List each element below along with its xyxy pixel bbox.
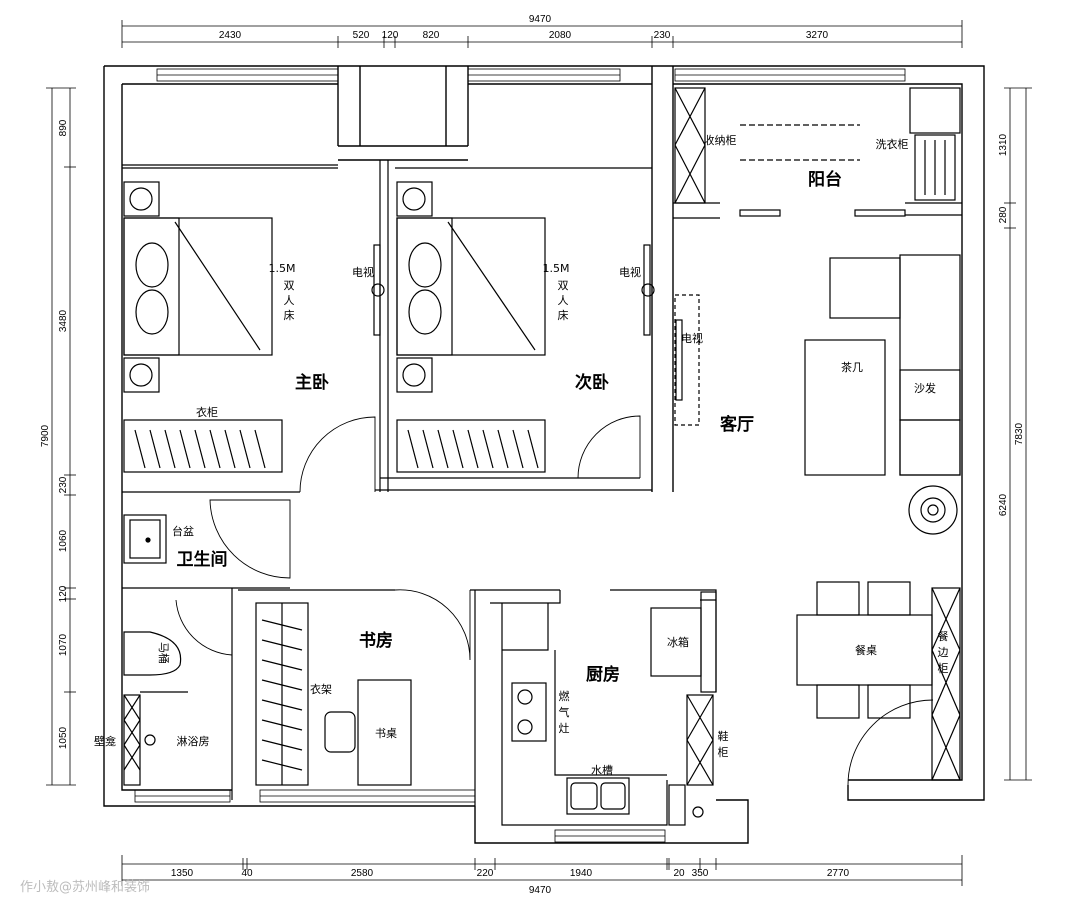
bed-char-1a: 双 <box>284 279 295 292</box>
dim-right-3: 6240 <box>998 493 1009 516</box>
tv-label-2: 电视 <box>619 265 641 279</box>
dim-left-total: 7900 <box>40 424 51 447</box>
dim-bottom-2: 40 <box>241 868 253 879</box>
dim-left-7: 1050 <box>58 726 69 749</box>
exterior-walls <box>103 65 985 844</box>
second-bedroom-furniture <box>396 181 655 473</box>
dim-right-total: 7830 <box>1014 422 1025 445</box>
dimension-labels: 9470 2430 520 120 820 2080 230 3270 1350… <box>40 14 1025 896</box>
dim-bottom-7: 350 <box>692 868 709 879</box>
dim-right-2: 280 <box>998 206 1009 223</box>
windows <box>134 68 906 843</box>
dim-top-2: 520 <box>353 30 370 41</box>
dim-top-4: 820 <box>423 30 440 41</box>
laundry-cabinet-label: 洗衣柜 <box>876 137 909 151</box>
wall-niche-label: 壁龛 <box>94 734 116 748</box>
room-bathroom: 卫生间 <box>177 549 228 570</box>
fixture-labels: 1.5M 双 人 床 1.5M 双 人 床 电视 电视 电视 衣柜 收纳柜 洗衣… <box>94 133 949 777</box>
dimension-lines <box>46 20 1032 886</box>
dim-top-6: 230 <box>654 30 671 41</box>
toilet-label: 马桶 <box>157 642 171 664</box>
bathroom-fixtures <box>123 514 188 786</box>
storage-cabinet-label: 收纳柜 <box>704 133 737 147</box>
clothes-rack-label: 衣架 <box>310 682 332 696</box>
shoe-char-a: 鞋 <box>718 729 729 743</box>
dim-bottom-total: 9470 <box>529 885 552 896</box>
dim-bottom-8: 2770 <box>827 868 850 879</box>
room-labels: 主卧 次卧 客厅 阳台 卫生间 书房 厨房 <box>177 169 843 685</box>
desk-label: 书桌 <box>375 727 397 740</box>
bed-size-2: 1.5M <box>543 262 570 275</box>
fridge-label: 冰箱 <box>667 635 689 649</box>
study-furniture <box>255 602 412 786</box>
master-bedroom-furniture <box>123 181 385 473</box>
dim-left-1: 890 <box>58 119 69 136</box>
sideboard-char-c: 柜 <box>938 662 949 675</box>
dining-table-label: 餐桌 <box>855 643 877 657</box>
dim-top-3: 120 <box>382 30 399 41</box>
dim-left-3: 230 <box>58 476 69 493</box>
dim-top-7: 3270 <box>806 30 829 41</box>
room-balcony: 阳台 <box>808 169 842 190</box>
sideboard-char-b: 边 <box>938 646 949 659</box>
dim-top-5: 2080 <box>549 30 572 41</box>
tv-label-3: 电视 <box>681 331 703 345</box>
room-second-bedroom: 次卧 <box>575 372 609 393</box>
coffee-table-label: 茶几 <box>841 361 863 374</box>
dim-bottom-1: 1350 <box>171 868 194 879</box>
dining-furniture <box>796 581 961 781</box>
stove-char-c: 灶 <box>559 722 570 735</box>
bed-char-2c: 床 <box>558 308 569 322</box>
dim-bottom-5: 1940 <box>570 868 593 879</box>
shower-label: 淋浴房 <box>177 735 210 748</box>
dim-bottom-6: 20 <box>673 868 685 879</box>
balcony-fixtures <box>674 87 961 217</box>
shoe-char-b: 柜 <box>718 746 729 759</box>
dim-right-1: 1310 <box>998 133 1009 156</box>
dim-left-6: 1070 <box>58 633 69 656</box>
living-room-furniture <box>674 254 961 535</box>
sideboard-char-a: 餐 <box>938 629 949 643</box>
dim-top-1: 2430 <box>219 30 242 41</box>
tv-label-1: 电视 <box>352 265 374 279</box>
room-living: 客厅 <box>719 414 754 435</box>
sink-label: 水槽 <box>591 764 613 777</box>
doors <box>175 415 934 786</box>
basin-label: 台盆 <box>172 524 194 538</box>
room-kitchen: 厨房 <box>586 664 620 685</box>
sofa-label: 沙发 <box>914 381 936 395</box>
bed-char-2b: 人 <box>558 294 569 307</box>
dim-bottom-4: 220 <box>477 868 494 879</box>
dim-left-4: 1060 <box>58 529 69 552</box>
stove-char-a: 燃 <box>559 689 570 703</box>
dim-top-total: 9470 <box>529 14 552 25</box>
room-master-bedroom: 主卧 <box>295 372 329 393</box>
bed-char-2a: 双 <box>558 279 569 292</box>
bed-size-1: 1.5M <box>269 262 296 275</box>
wardrobe-label: 衣柜 <box>196 405 218 419</box>
watermark: 作小敖@苏州峰和装饰 <box>20 879 150 895</box>
bed-char-1c: 床 <box>284 308 295 322</box>
dim-left-2: 3480 <box>58 309 69 332</box>
kitchen-fixtures <box>501 591 717 826</box>
stove-char-b: 气 <box>559 705 570 719</box>
interior-walls <box>122 160 962 806</box>
room-study: 书房 <box>359 630 393 651</box>
dim-left-5: 120 <box>58 585 69 602</box>
bed-char-1b: 人 <box>284 294 295 307</box>
dim-bottom-3: 2580 <box>351 868 374 879</box>
